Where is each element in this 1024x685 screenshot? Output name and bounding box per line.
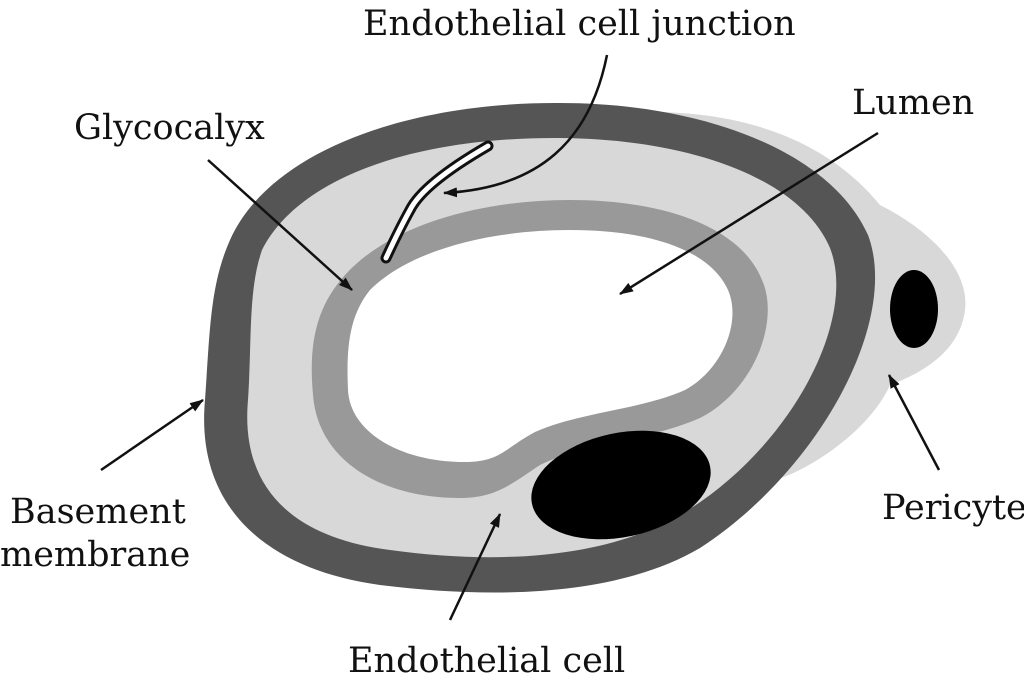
glycocalyx-arrow [207, 159, 353, 291]
junction-arrow [443, 54, 609, 198]
pericyte-nucleus [890, 270, 938, 348]
endothelial-cell-nucleus [531, 430, 711, 540]
label-pericyte: Pericyte [882, 488, 1024, 528]
label-membrane: membrane [0, 535, 190, 575]
endothelial-cell-arrow [448, 513, 502, 621]
pericyte-arrow [887, 374, 941, 471]
basement-membrane-arrow [100, 398, 204, 472]
lumen-area [347, 230, 733, 462]
lumen-arrow [619, 131, 879, 296]
label-lumen: Lumen [852, 83, 974, 123]
label-endothelial-cell-junction: Endothelial cell junction [363, 4, 796, 44]
junction-line-inner [383, 143, 491, 261]
label-basement: Basement [10, 492, 186, 532]
label-endothelial-cell: Endothelial cell [348, 641, 625, 681]
label-glycocalyx: Glycocalyx [74, 108, 265, 148]
